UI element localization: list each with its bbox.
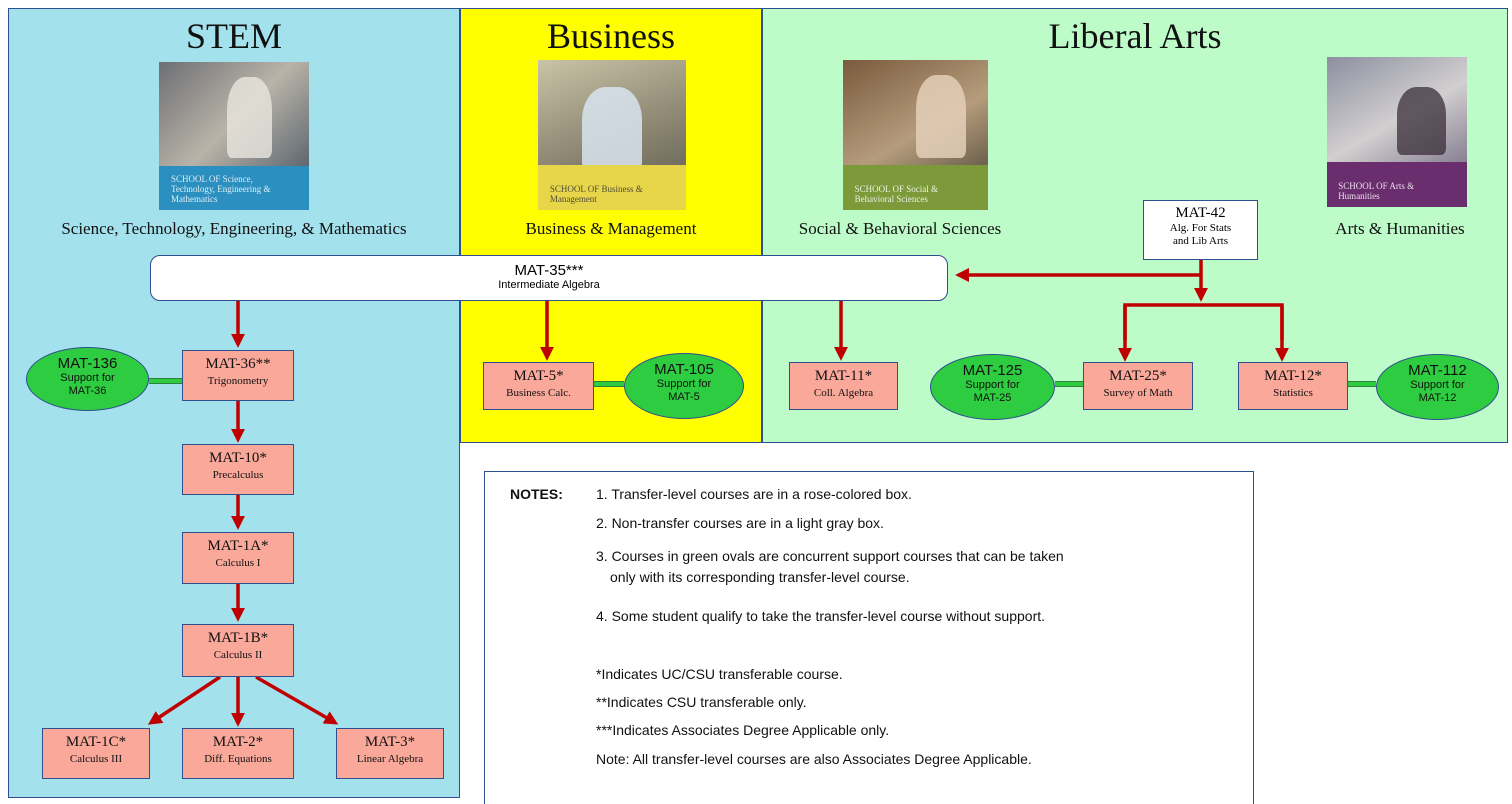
course-box-mat42[interactable]: MAT-42 Alg. For Stats and Lib Arts <box>1143 200 1258 260</box>
course-desc: Intermediate Algebra <box>498 279 600 291</box>
course-desc: Linear Algebra <box>356 753 424 765</box>
stem-school-photo: SCHOOL OF Science, Technology, Engineeri… <box>159 62 309 210</box>
course-box-mat10[interactable]: MAT-10* Precalculus <box>182 444 294 495</box>
course-code: MAT-11* <box>814 368 873 384</box>
course-desc: Alg. For Stats <box>1169 222 1232 234</box>
arts-school-photo: SCHOOL OF Arts & Humanities <box>1327 57 1467 207</box>
social-school-label: Social & Behavioral Sciences <box>798 219 1002 238</box>
note-item: 4. Some student qualify to take the tran… <box>596 608 1046 624</box>
footnote: *Indicates UC/CSU transferable course. <box>596 666 843 682</box>
course-box-mat1b[interactable]: MAT-1B* Calculus II <box>182 624 294 677</box>
course-desc: Coll. Algebra <box>813 387 874 399</box>
course-desc: and Lib Arts <box>1173 235 1228 247</box>
course-box-mat25[interactable]: MAT-25* Survey of Math <box>1083 362 1193 410</box>
support-desc: MAT-12 <box>1418 392 1457 404</box>
course-desc: Precalculus <box>212 469 264 481</box>
stem-school-label: Science, Technology, Engineering, & Math… <box>61 219 407 238</box>
notes-panel <box>484 471 1254 804</box>
course-code: MAT-1C* <box>65 734 127 750</box>
support-connector <box>1055 381 1083 387</box>
course-code: MAT-36** <box>205 356 271 372</box>
course-code: MAT-1B* <box>207 630 269 646</box>
course-box-mat5[interactable]: MAT-5* Business Calc. <box>483 362 594 410</box>
course-desc: Calculus I <box>215 557 261 569</box>
note-item: 3. Courses in green ovals are concurrent… <box>596 548 1064 564</box>
course-desc: Diff. Equations <box>204 753 272 765</box>
support-oval-mat136[interactable]: MAT-136 Support for MAT-36 <box>26 347 149 411</box>
course-desc: Calculus III <box>69 753 123 765</box>
course-code: MAT-3* <box>364 734 416 750</box>
footnote: ***Indicates Associates Degree Applicabl… <box>596 722 890 738</box>
course-desc: Trigonometry <box>207 375 269 387</box>
support-code: MAT-105 <box>654 361 714 378</box>
support-desc: Support for <box>965 379 1020 391</box>
course-code: MAT-12* <box>1264 368 1322 384</box>
course-box-mat1c[interactable]: MAT-1C* Calculus III <box>42 728 150 779</box>
support-code: MAT-136 <box>57 355 118 372</box>
stem-photo-caption: SCHOOL OF Science, Technology, Engineeri… <box>171 174 271 205</box>
course-box-mat11[interactable]: MAT-11* Coll. Algebra <box>789 362 898 410</box>
support-oval-mat105[interactable]: MAT-105 Support for MAT-5 <box>624 353 744 419</box>
note-item: only with its corresponding transfer-lev… <box>610 569 910 585</box>
social-school-photo: SCHOOL OF Social & Behavioral Sciences <box>843 60 988 210</box>
course-box-mat35[interactable]: MAT-35*** Intermediate Algebra <box>150 255 948 301</box>
course-box-mat3[interactable]: MAT-3* Linear Algebra <box>336 728 444 779</box>
business-school-label: Business & Management <box>525 219 697 238</box>
note-item: 2. Non-transfer courses are in a light g… <box>596 515 884 531</box>
support-code: MAT-112 <box>1408 362 1467 379</box>
course-box-mat2[interactable]: MAT-2* Diff. Equations <box>182 728 294 779</box>
course-code: MAT-10* <box>209 450 267 466</box>
support-desc: MAT-36 <box>68 385 107 397</box>
course-desc: Business Calc. <box>506 387 571 399</box>
support-connector <box>594 381 624 387</box>
liberal-arts-title: Liberal Arts <box>1048 16 1222 56</box>
course-code: MAT-25* <box>1109 368 1167 384</box>
support-oval-mat125[interactable]: MAT-125 Support for MAT-25 <box>930 354 1055 420</box>
support-desc: Support for <box>1410 379 1465 391</box>
business-title: Business <box>546 16 676 56</box>
course-code: MAT-42 <box>1175 205 1226 221</box>
course-box-mat12[interactable]: MAT-12* Statistics <box>1238 362 1348 410</box>
support-desc: Support for <box>656 378 712 390</box>
support-desc: MAT-5 <box>668 391 700 403</box>
arts-school-label: Arts & Humanities <box>1335 219 1465 238</box>
support-desc: MAT-25 <box>973 392 1012 404</box>
arts-photo-caption: SCHOOL OF Arts & Humanities <box>1338 181 1415 201</box>
footnote: **Indicates CSU transferable only. <box>596 694 807 710</box>
course-desc: Calculus II <box>213 649 263 661</box>
course-code: MAT-5* <box>513 368 564 384</box>
course-box-mat36[interactable]: MAT-36** Trigonometry <box>182 350 294 401</box>
course-code: MAT-35*** <box>514 262 584 279</box>
note-item: 1. Transfer-level courses are in a rose-… <box>596 486 912 502</box>
course-code: MAT-2* <box>212 734 264 750</box>
course-desc: Statistics <box>1273 387 1313 399</box>
support-desc: Support for <box>60 372 115 384</box>
support-code: MAT-125 <box>962 362 1023 379</box>
support-oval-mat112[interactable]: MAT-112 Support for MAT-12 <box>1376 354 1499 420</box>
footnote: Note: All transfer-level courses are als… <box>596 751 1032 767</box>
course-code: MAT-1A* <box>207 538 269 554</box>
course-desc: Survey of Math <box>1103 387 1173 399</box>
business-photo-caption: SCHOOL OF Business & Management <box>549 184 643 204</box>
social-photo-caption: SCHOOL OF Social & Behavioral Sciences <box>854 184 939 204</box>
stem-title: STEM <box>185 16 282 56</box>
support-connector <box>1348 381 1376 387</box>
support-connector <box>149 378 182 384</box>
business-school-photo: SCHOOL OF Business & Management <box>538 60 686 210</box>
notes-heading: NOTES: <box>510 486 563 502</box>
course-box-mat1a[interactable]: MAT-1A* Calculus I <box>182 532 294 584</box>
